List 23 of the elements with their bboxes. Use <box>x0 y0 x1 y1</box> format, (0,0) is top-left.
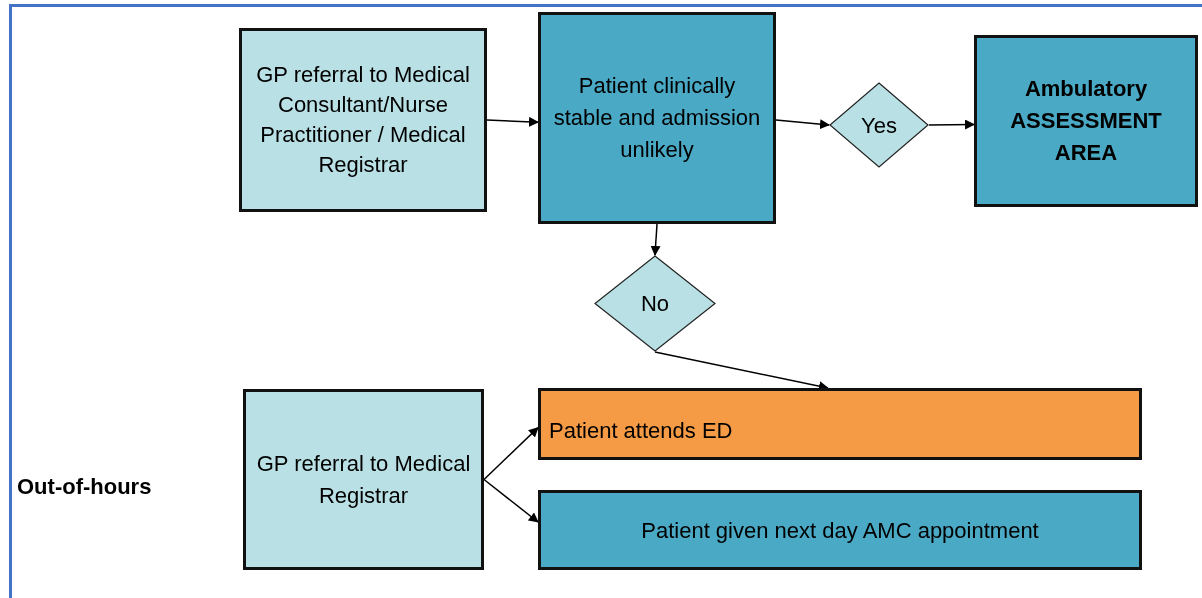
node-text: Patient attends ED <box>549 416 733 445</box>
node-text: GP referral to Medical Registrar <box>255 449 472 510</box>
row-label: Out-of-hours <box>17 473 152 501</box>
node-text: No <box>640 290 670 318</box>
outcome-box <box>974 35 1198 207</box>
node-text: Ambulatory ASSESSMENT AREA <box>1009 75 1163 167</box>
node-text: GP referral to Medical Consultant/Nurse Practitioner / Medical Registrar <box>255 61 471 179</box>
node-text: Yes <box>861 111 897 140</box>
no-diamond <box>594 255 716 352</box>
outcome-box <box>538 388 1142 460</box>
node-text: Patient clinically stable and admission unlikely <box>552 72 762 164</box>
arrow <box>483 478 539 523</box>
node-text: Patient given next day AMC appointment <box>641 516 1039 545</box>
arrow <box>483 426 539 481</box>
arrow <box>486 116 539 127</box>
arrow <box>650 223 661 256</box>
process-box <box>243 389 484 570</box>
arrow <box>928 119 975 130</box>
yes-diamond <box>829 82 929 168</box>
decision-box <box>538 12 776 224</box>
process-box <box>239 28 487 212</box>
arrow <box>775 119 830 130</box>
outcome-box <box>538 490 1142 570</box>
